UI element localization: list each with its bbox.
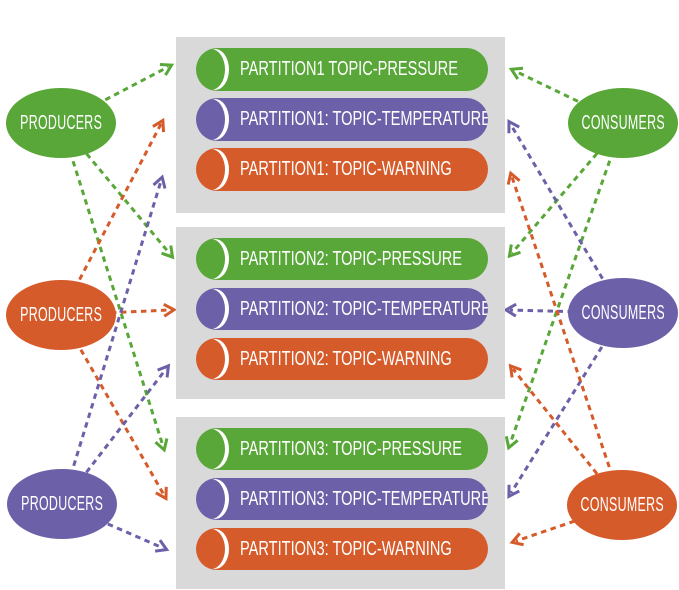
pipe-cap-icon [197,99,225,140]
pipe-cap-icon [197,149,225,190]
arrow-producer3-partition3 [61,502,170,553]
arrow-producer1-partition2 [59,122,175,260]
topic-bar-label: PARTITION1: TOPIC-WARNING [240,158,452,180]
topic-bar-label: PARTITION2: TOPIC-PRESSURE [240,247,463,270]
arrow-producer3-partition1 [60,174,167,505]
pipe-cap-icon [197,339,225,379]
pipe-cap-icon [197,479,225,519]
topic-bar-label: PARTITION1 TOPIC-PRESSURE [240,58,458,80]
topic-bar-label: PARTITION3: TOPIC-TEMPERATURE [240,487,488,510]
arrow-consumer3-partition3 [509,503,623,547]
arrow-consumer2-partition1 [507,119,625,314]
consumer-node-green: CONSUMERS [568,88,678,158]
arrow-consumer3-partition1 [506,170,624,506]
topic-bar-warning: PARTITION1: TOPIC-WARNING [196,148,488,191]
topic-bar-label: PARTITION3: TOPIC-WARNING [240,537,452,560]
topic-bar-temperature: PARTITION2: TOPIC-TEMPERATURE [196,288,488,330]
arrow-consumer1-partition3 [504,122,625,451]
topic-bar-pressure: PARTITION3: TOPIC-PRESSURE [196,428,488,470]
topic-bar-label: PARTITION2: TOPIC-WARNING [240,347,452,370]
topic-bar-label: PARTITION1: TOPIC-TEMPERATURE [240,108,488,130]
consumer-node-purple: CONSUMERS [568,278,678,348]
arrow-producer3-partition2 [60,363,171,505]
consumer-node-orange: CONSUMERS [567,470,677,540]
topic-bar-pressure: PARTITION1 TOPIC-PRESSURE [196,48,488,91]
pipe-cap-icon [197,49,225,90]
consumer-label: CONSUMERS [580,493,664,516]
topic-bar-label: PARTITION3: TOPIC-PRESSURE [240,437,463,460]
consumer-label: CONSUMERS [581,111,665,134]
pipe-cap-icon [197,289,225,329]
partition-box-2: PARTITION2: TOPIC-PRESSURE PARTITION2: T… [176,227,505,399]
topic-bar-label: PARTITION2: TOPIC-TEMPERATURE [240,297,488,320]
pipe-cap-icon [197,529,225,569]
partition-box-1: PARTITION1 TOPIC-PRESSURE PARTITION1: TO… [176,37,505,213]
topic-bar-temperature: PARTITION1: TOPIC-TEMPERATURE [196,98,488,141]
arrow-consumer3-partition2 [508,363,624,506]
producer-label: PRODUCERS [20,492,104,515]
producer-node-purple: PRODUCERS [7,469,117,539]
topic-bar-temperature: PARTITION3: TOPIC-TEMPERATURE [196,478,488,520]
pipe-cap-icon [197,429,225,469]
topic-bar-warning: PARTITION3: TOPIC-WARNING [196,528,488,570]
topic-bar-warning: PARTITION2: TOPIC-WARNING [196,338,488,380]
pipe-cap-icon [197,239,225,279]
arrow-consumer1-partition2 [507,122,625,259]
consumer-label: CONSUMERS [581,301,665,324]
producer-node-green: PRODUCERS [6,88,116,158]
producer-label: PRODUCERS [19,111,103,134]
producer-node-orange: PRODUCERS [6,280,116,350]
arrow-producer1-partition3 [59,122,169,453]
arrow-consumer2-partition2 [503,302,624,318]
producer-label: PRODUCERS [19,303,103,326]
topic-bar-pressure: PARTITION2: TOPIC-PRESSURE [196,238,488,280]
partition-box-3: PARTITION3: TOPIC-PRESSURE PARTITION3: T… [176,417,505,589]
